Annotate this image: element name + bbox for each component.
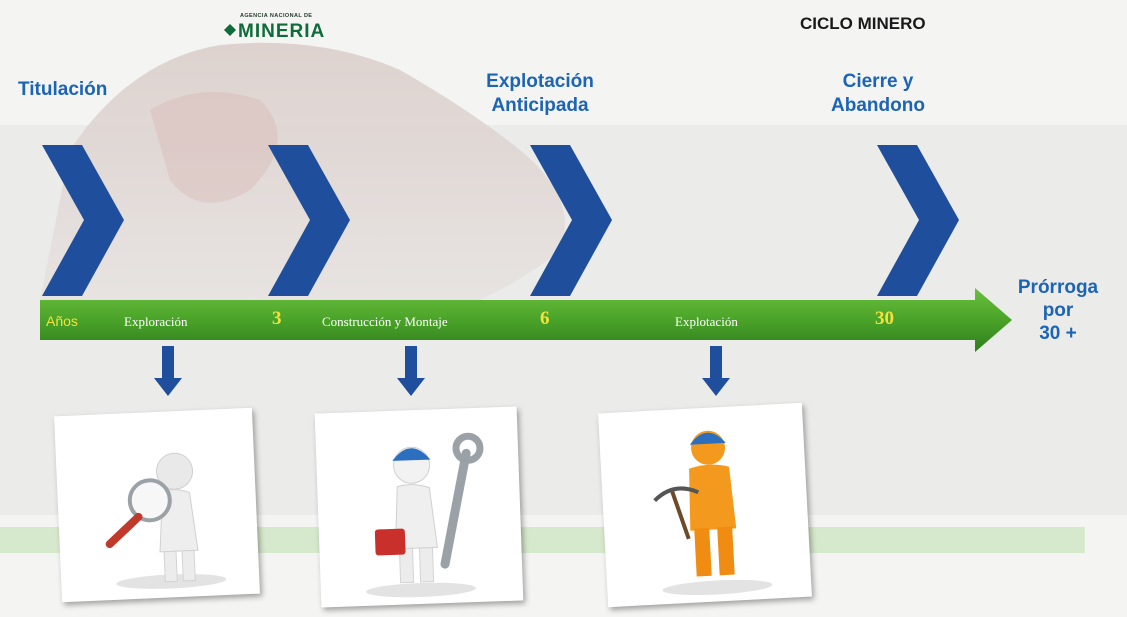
- miner-pickaxe-icon: [653, 430, 773, 596]
- wrench-worker-icon: [365, 432, 484, 598]
- down-arrow-3: [702, 346, 730, 396]
- stage-label-construccion: Construcción y Montaje: [322, 314, 448, 329]
- chevron-2: [268, 145, 350, 296]
- page-title: CICLO MINERO: [800, 14, 926, 33]
- phase-line: por: [1042, 300, 1074, 321]
- card-explotacion: [598, 402, 812, 608]
- chevrons: [42, 145, 959, 296]
- phase-line: Cierre y: [842, 71, 914, 92]
- magnifier-figure-icon: [105, 452, 227, 589]
- agency-logo: AGENCIA NACIONAL DE MINERIA: [222, 12, 342, 46]
- phase-line: Abandono: [831, 95, 925, 116]
- phase-prorroga: Prórroga por 30 +: [1008, 276, 1108, 345]
- diamond-icon: [224, 24, 236, 36]
- stage-label-exploracion: Exploración: [124, 314, 188, 329]
- chevron-3: [530, 145, 612, 296]
- chevron-1: [42, 145, 124, 296]
- phase-line: Prórroga: [1017, 277, 1099, 298]
- phase-line: Explotación: [486, 71, 594, 92]
- card-construccion: [314, 406, 524, 608]
- stage-label-explotacion: Explotación: [675, 314, 738, 329]
- down-arrow-1: [154, 346, 182, 396]
- down-arrow-2: [397, 346, 425, 396]
- timeline-arrow: [40, 288, 1012, 352]
- phase-explotacion-anticipada: Explotación Anticipada: [465, 70, 615, 118]
- phase-line: 30 +: [1039, 323, 1077, 344]
- card-exploracion: [54, 407, 260, 603]
- logo-subtitle: AGENCIA NACIONAL DE: [240, 13, 313, 19]
- phase-titulacion: Titulación: [18, 79, 108, 100]
- phase-line: Anticipada: [491, 95, 589, 116]
- year-marker-6: 6: [540, 308, 550, 329]
- down-arrows: [154, 346, 730, 396]
- year-marker-30: 30: [875, 308, 894, 329]
- axis-label-years: Años: [46, 313, 78, 329]
- chevron-4: [877, 145, 959, 296]
- phase-cierre-abandono: Cierre y Abandono: [808, 70, 948, 118]
- year-marker-3: 3: [272, 308, 282, 329]
- logo-name: MINERIA: [238, 21, 326, 42]
